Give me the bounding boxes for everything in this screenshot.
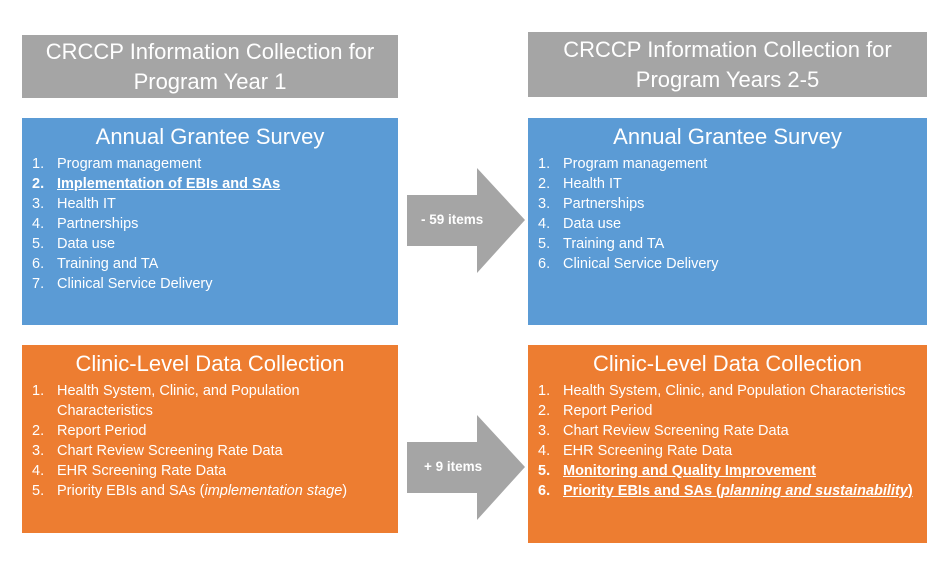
clinic-box-right: Clinic-Level Data Collection 1.Health Sy… (528, 345, 927, 543)
list-item: 6.Priority EBIs and SAs (planning and su… (538, 483, 913, 499)
list-item: 3.Health IT (32, 196, 116, 212)
list-item: 3.Chart Review Screening Rate Data (538, 423, 789, 439)
list-item: 6.Training and TA (32, 256, 159, 272)
right-header-line1: CRCCP Information Collection for (563, 36, 892, 62)
clinic-right-list: 1.Health System, Clinic, and Population … (528, 381, 927, 501)
list-item: 2.Implementation of EBIs and SAs (32, 176, 281, 192)
clinic-box-left: Clinic-Level Data Collection 1.Health Sy… (22, 345, 398, 533)
list-item: 5.Data use (32, 236, 116, 252)
list-item: 2.Health IT (538, 176, 622, 192)
list-item: 5.Monitoring and Quality Improvement (538, 463, 816, 479)
survey-right-title: Annual Grantee Survey (613, 124, 842, 149)
survey-box-left: Annual Grantee Survey 1.Program manageme… (22, 118, 398, 325)
right-header: CRCCP Information Collection for Program… (528, 32, 927, 97)
list-item: 7.Clinical Service Delivery (32, 276, 213, 292)
list-item: 1.Program management (32, 156, 202, 172)
list-item: 1.Health System, Clinic, and Population … (32, 383, 300, 419)
list-item: 2.Report Period (538, 403, 653, 419)
list-item: 3.Chart Review Screening Rate Data (32, 443, 283, 459)
list-item: 4.EHR Screening Rate Data (32, 463, 227, 479)
arrow-bottom-label: + 9 items (424, 459, 483, 474)
left-header-line1: CRCCP Information Collection for (45, 38, 375, 64)
list-item: 4.EHR Screening Rate Data (538, 443, 733, 459)
right-header-line2: Program Years 2-5 (635, 66, 820, 92)
list-item: 3.Partnerships (538, 196, 645, 212)
clinic-right-title: Clinic-Level Data Collection (592, 351, 862, 376)
survey-box-right: Annual Grantee Survey 1.Program manageme… (528, 118, 927, 325)
list-item: 5.Priority EBIs and SAs (implementation … (32, 483, 348, 499)
list-item: 1.Program management (538, 156, 708, 172)
survey-left-title: Annual Grantee Survey (95, 124, 325, 149)
clinic-left-list: 1.Health System, Clinic, and Population … (22, 381, 398, 501)
arrow-top-shape (407, 168, 525, 273)
left-header-line2: Program Year 1 (133, 68, 287, 94)
list-item: 5.Training and TA (538, 236, 665, 252)
list-item: 4.Partnerships (32, 216, 139, 232)
clinic-left-title: Clinic-Level Data Collection (75, 351, 345, 376)
list-item: 2.Report Period (32, 423, 147, 439)
list-item: 1.Health System, Clinic, and Population … (538, 383, 906, 399)
left-header: CRCCP Information Collection for Program… (22, 35, 398, 98)
arrow-top-label: - 59 items (421, 212, 484, 227)
arrow-bottom (407, 415, 525, 520)
survey-right-list: 1.Program management 2.Health IT 3.Partn… (528, 154, 927, 274)
survey-left-list: 1.Program management 2.Implementation of… (22, 154, 398, 294)
list-item: 6.Clinical Service Delivery (538, 256, 719, 272)
arrow-top (407, 168, 525, 273)
list-item: 4.Data use (538, 216, 622, 232)
arrow-bottom-shape (407, 415, 525, 520)
